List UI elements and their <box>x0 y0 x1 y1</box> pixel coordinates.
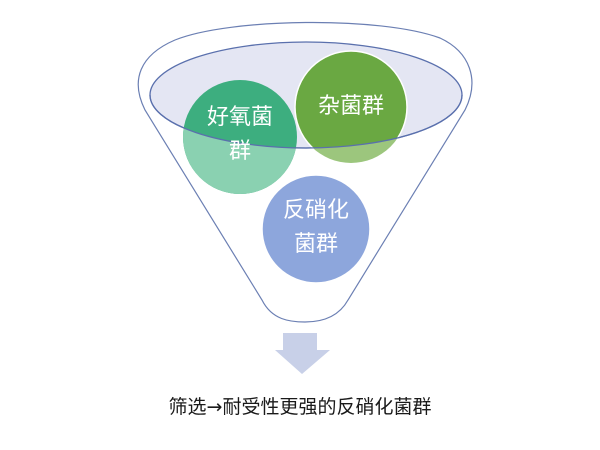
misc-bacteria-label: 杂菌群 <box>300 88 402 126</box>
down-arrow-icon <box>275 333 330 374</box>
result-caption: 筛选→耐受性更强的反硝化菌群 <box>168 396 432 418</box>
denitrifying-label-line2: 菌群 <box>293 232 338 257</box>
denitrifying-bacteria-label: 反硝化 菌群 <box>266 192 366 264</box>
aerobic-label-line2: 群 <box>228 139 251 164</box>
misc-label-line1: 杂菌群 <box>317 94 384 119</box>
funnel-rim-front <box>149 94 463 149</box>
aerobic-label-line1: 好氧菌 <box>206 105 273 130</box>
aerobic-bacteria-label: 好氧菌 群 <box>190 95 290 175</box>
denitrifying-label-line1: 反硝化 <box>282 198 349 223</box>
denitrifying-bacteria-circle <box>261 174 371 284</box>
